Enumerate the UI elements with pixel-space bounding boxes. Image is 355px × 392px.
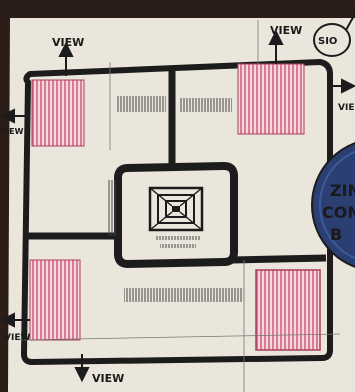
corridor-left-vertical xyxy=(108,180,116,236)
view-label-right-upper: VIEW xyxy=(338,103,355,113)
view-label-top-left: VIEW xyxy=(52,36,84,49)
view-label-bottom: VIEW xyxy=(92,372,124,385)
corridor-top-left xyxy=(116,96,166,112)
view-label-top-right: VIEW xyxy=(270,24,302,37)
central-courtyard xyxy=(118,166,234,264)
central-pyramid-icon xyxy=(150,188,202,230)
note-line-1: ZIN xyxy=(330,181,355,200)
note-line-2: CON xyxy=(322,203,355,222)
corridor-top-right xyxy=(180,98,232,112)
scale-badge-label: SIO xyxy=(318,36,337,47)
room-top-left xyxy=(32,80,84,146)
note-line-3: B xyxy=(330,225,342,244)
view-label-left-upper: VIEW xyxy=(0,127,24,136)
view-label-left-lower: VIEW xyxy=(4,333,30,343)
room-bottom-left xyxy=(30,260,80,340)
courtyard-steps xyxy=(156,236,200,240)
room-bottom-right xyxy=(256,270,320,350)
room-top-right xyxy=(238,64,304,134)
corridor-bottom xyxy=(124,288,244,302)
